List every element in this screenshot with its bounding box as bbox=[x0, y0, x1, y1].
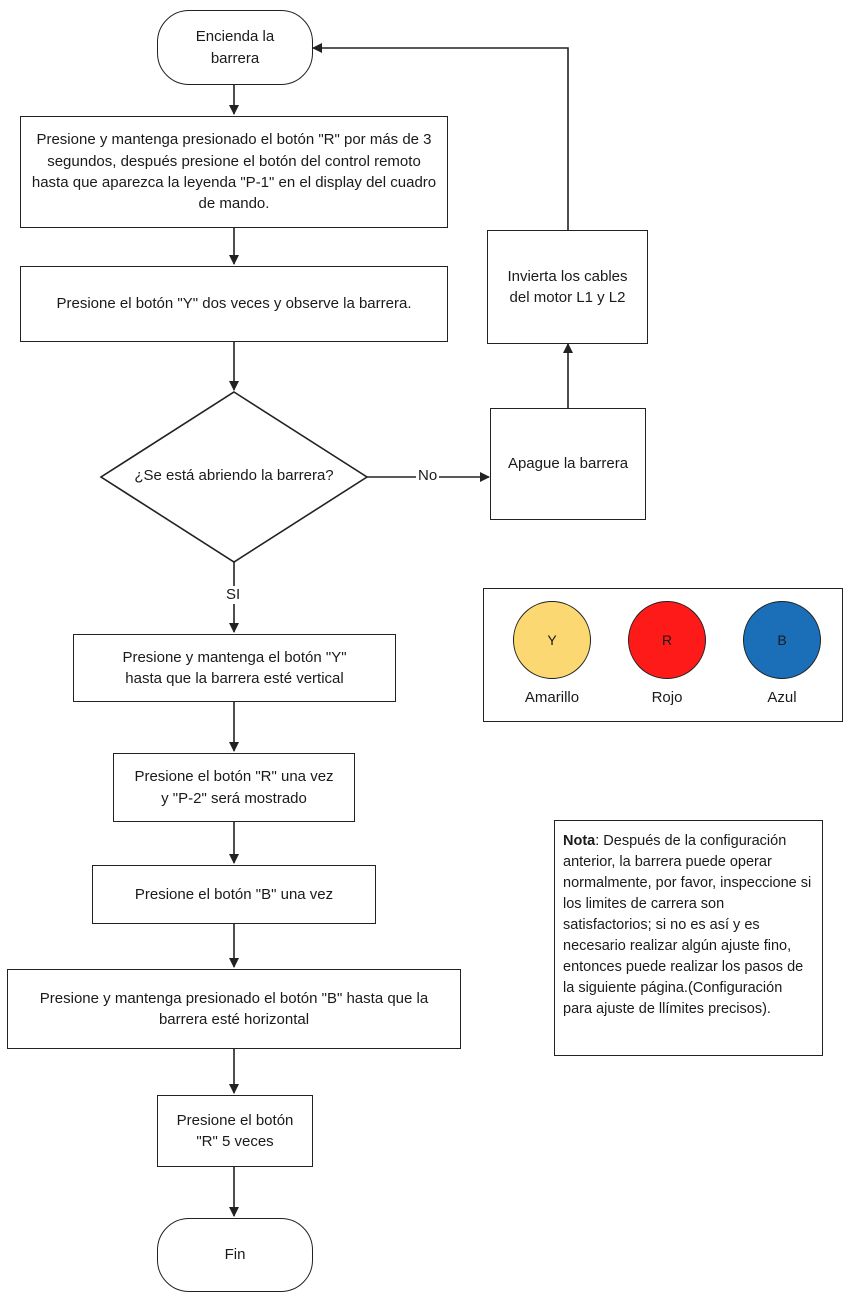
note-title: Nota bbox=[563, 833, 596, 849]
edge-label-yes: SI bbox=[224, 586, 243, 604]
legend-item-red: R Rojo bbox=[627, 601, 707, 706]
step-press-y-twice: Presione el botón "Y" dos veces y observ… bbox=[20, 266, 448, 342]
step-invert-motor-cables: Invierta los cables del motor L1 y L2 bbox=[487, 230, 648, 344]
step-press-r-once: Presione el botón "R" una vez y "P-2" se… bbox=[113, 753, 355, 822]
step-press-b-once: Presione el botón "B" una vez bbox=[92, 865, 376, 924]
step-press-y-twice-label: Presione el botón "Y" dos veces y observ… bbox=[56, 295, 412, 313]
legend-letter-blue: B bbox=[777, 632, 787, 648]
step-hold-r-button: Presione y mantenga presionado el botón … bbox=[20, 116, 448, 228]
legend-name-blue: Azul bbox=[767, 689, 797, 706]
step-hold-b-horizontal: Presione y mantenga presionado el botón … bbox=[7, 969, 461, 1049]
red-circle-icon: R bbox=[628, 601, 706, 679]
color-legend: Y Amarillo R Rojo B Azul bbox=[483, 588, 843, 722]
yellow-circle-icon: Y bbox=[513, 601, 591, 679]
legend-letter-red: R bbox=[661, 632, 673, 648]
legend-item-yellow: Y Amarillo bbox=[512, 601, 592, 706]
legend-letter-yellow: Y bbox=[547, 632, 557, 648]
step-hold-y-vertical-label: Presione y mantenga el botón "Y" hasta q… bbox=[122, 648, 347, 687]
end-terminal: Fin bbox=[157, 1218, 313, 1292]
legend-name-yellow: Amarillo bbox=[524, 689, 580, 706]
step-turn-off-barrier: Apague la barrera bbox=[490, 408, 646, 520]
step-hold-b-horizontal-label: Presione y mantenga presionado el botón … bbox=[39, 989, 429, 1028]
note-text: : Después de la configuración anterior, … bbox=[563, 833, 812, 1018]
step-press-b-once-label: Presione el botón "B" una vez bbox=[134, 885, 334, 903]
step-press-r-five-times-label: Presione el botón "R" 5 veces bbox=[176, 1111, 294, 1150]
legend-name-red: Rojo bbox=[651, 689, 683, 706]
end-label: Fin bbox=[224, 1246, 246, 1264]
step-invert-motor-cables-label: Invierta los cables del motor L1 y L2 bbox=[507, 267, 628, 306]
blue-circle-icon: B bbox=[743, 601, 821, 679]
edge-label-no: No bbox=[416, 467, 440, 485]
start-label: Encienda la barrera bbox=[195, 28, 275, 67]
step-hold-r-button-label: Presione y mantenga presionado el botón … bbox=[31, 131, 437, 213]
legend-item-blue: B Azul bbox=[742, 601, 822, 706]
step-press-r-once-label: Presione el botón "R" una vez y "P-2" se… bbox=[134, 768, 334, 807]
arrow-invert-to-start bbox=[312, 43, 569, 230]
start-terminal: Encienda la barrera bbox=[157, 10, 313, 85]
step-press-r-five-times: Presione el botón "R" 5 veces bbox=[157, 1095, 313, 1167]
step-hold-y-vertical: Presione y mantenga el botón "Y" hasta q… bbox=[73, 634, 396, 702]
note-box: Nota: Después de la configuración anteri… bbox=[554, 820, 823, 1056]
step-turn-off-barrier-label: Apague la barrera bbox=[507, 455, 629, 473]
decision-label: ¿Se está abriendo la barrera? bbox=[134, 467, 334, 484]
